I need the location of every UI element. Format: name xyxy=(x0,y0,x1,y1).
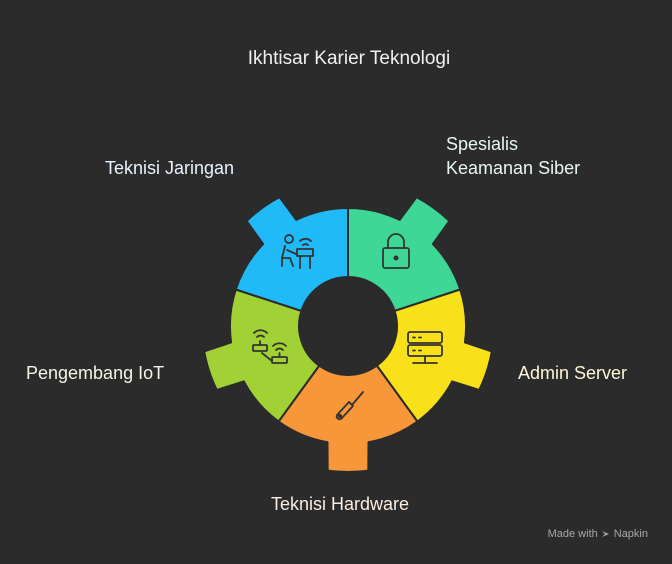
label-network-technician: Teknisi Jaringan xyxy=(105,158,235,178)
made-with-text: Made with xyxy=(547,528,598,540)
lock-icon xyxy=(382,233,410,269)
iot-devices-icon xyxy=(252,329,288,364)
label-server-admin: Admin Server xyxy=(518,363,628,383)
server-icon xyxy=(407,331,443,364)
napkin-logo-icon xyxy=(601,531,609,537)
made-with-napkin-watermark: Made with Napkin xyxy=(548,528,648,540)
label-hardware-technician: Teknisi Hardware xyxy=(271,494,410,514)
label-security-specialist: Spesialis Keamanan Siber xyxy=(446,134,581,178)
label-iot-developer: Pengembang IoT xyxy=(26,363,165,383)
gear-hub xyxy=(299,277,397,375)
screwdriver-icon xyxy=(335,391,364,421)
network-technician-icon xyxy=(281,234,314,269)
diagram-title: Ikhtisar Karier Teknologi xyxy=(247,48,451,69)
napkin-brand-text: Napkin xyxy=(613,528,648,540)
